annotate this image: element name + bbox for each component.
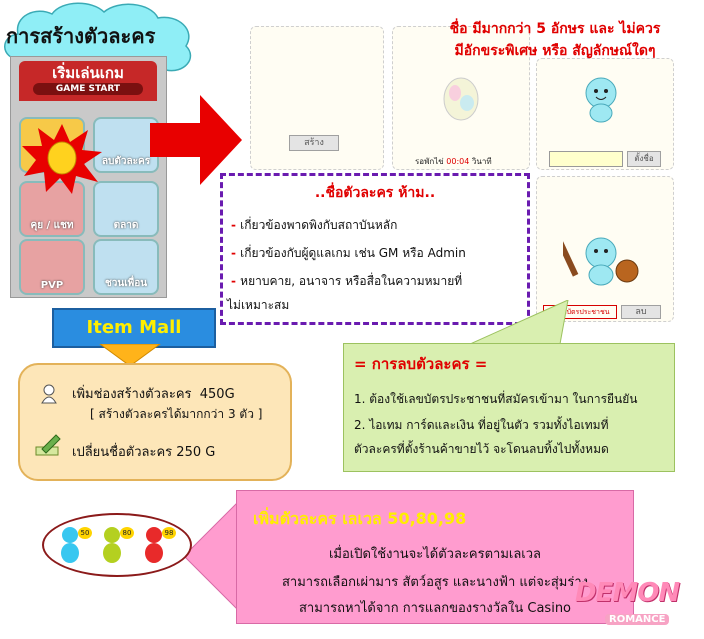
level-characters-box: เพิ่มตัวละคร เลเวล 50,80,98 เมื่อเปิดใช้… xyxy=(236,490,634,624)
egg-countdown: รอพักไข่ 00:04 วินาที xyxy=(415,157,492,166)
arrow-right-icon xyxy=(150,95,242,185)
level-badge: 98 xyxy=(162,527,176,539)
confirm-name-button[interactable]: ตั้งชื่อ xyxy=(627,151,661,167)
game-start-banner: เริ่มเล่นเกม GAME START xyxy=(19,61,157,101)
level-badge: 80 xyxy=(120,527,134,539)
level-info-line: สามารถหาได้จาก การแลกของรางวัลใน Casino xyxy=(298,601,572,616)
forbidden-item-continued: ไม่เหมาะสม xyxy=(227,298,290,312)
item-mall-box: เพิ่มช่องสร้างตัวละคร 450G [ สร้างตัวละค… xyxy=(18,363,292,481)
demon-romance-logo: DEMON ROMANCE xyxy=(575,578,680,625)
menu-tile-pvp[interactable]: PVP xyxy=(19,239,85,295)
name-panel: ตั้งชื่อ xyxy=(536,58,674,170)
egg-icon xyxy=(443,77,479,121)
highlight-burst-icon xyxy=(22,124,102,194)
game-start-menu: เริ่มเล่นเกม GAME START สร้าง ลบตัวละคร … xyxy=(10,56,167,298)
character-icon xyxy=(585,77,617,123)
menu-tile-market[interactable]: ตลาด xyxy=(93,181,159,237)
name-input[interactable] xyxy=(549,151,623,167)
forbidden-item: - หยาบคาย, อนาจาร หรือสื่อในความหมายที่ xyxy=(231,274,463,288)
banner-title: เริ่มเล่นเกม xyxy=(52,64,124,82)
delete-rule: ตัวละครที่ตั้งร้านค้าขายไว้ จะโดนลบทิ้งไ… xyxy=(354,442,609,456)
egg-panel: รอพักไข่ 00:04 วินาที xyxy=(392,26,530,170)
name-warning: ชื่อ มีมากกว่า 5 อักษร และ ไม่ควร มีอักข… xyxy=(449,21,661,59)
rename-item: เปลี่ยนชื่อตัวละคร 250 G xyxy=(72,445,216,460)
delete-panel: เลขที่บัตรประชาชน ลบ xyxy=(536,176,674,322)
character-with-shield-icon xyxy=(563,237,639,286)
level-info-line: สามารถเลือกเผ่ามาร สัตว์อสูร และนางฟ้า แ… xyxy=(282,575,588,590)
character-slot-icon xyxy=(41,384,57,404)
arrow-down-icon xyxy=(99,344,161,366)
delete-title: = การลบตัวละคร = xyxy=(354,355,488,373)
add-slot-note: [ สร้างตัวละครได้มากกว่า 3 ตัว ] xyxy=(90,407,263,421)
add-slot-item: เพิ่มช่องสร้างตัวละคร 450G xyxy=(72,387,235,402)
banner-subtitle: GAME START xyxy=(33,83,143,95)
character-red-icon xyxy=(145,527,163,563)
forbidden-title: ..ชื่อตัวละคร ห้าม.. xyxy=(314,185,436,201)
create-panel: สร้าง xyxy=(250,26,384,170)
item-mall-label: Item Mall xyxy=(52,308,216,348)
create-button[interactable]: สร้าง xyxy=(289,135,339,151)
arrow-left-icon xyxy=(184,500,240,612)
level-title: เพิ่มตัวละคร เลเวล 50,80,98 xyxy=(253,509,467,528)
delete-info-box: = การลบตัวละคร = 1. ต้องใช้เลขบัตรประชาช… xyxy=(343,343,675,472)
menu-tile-invite[interactable]: ชวนเพื่อน xyxy=(93,239,159,295)
forbidden-names-box: ..ชื่อตัวละคร ห้าม.. - เกี่ยวข้องพาดพิงก… xyxy=(220,173,530,325)
level-info-line: เมื่อเปิดใช้งานจะได้ตัวละครตามเลเวล xyxy=(328,547,542,562)
level-characters-oval: 50 80 98 xyxy=(42,513,192,577)
character-blue-icon xyxy=(61,527,79,563)
level-badge: 50 xyxy=(78,527,92,539)
rename-pen-icon xyxy=(35,434,61,456)
delete-rule: 1. ต้องใช้เลขบัตรประชาชนที่สมัครเข้ามา ใ… xyxy=(354,392,638,406)
delete-button[interactable]: ลบ xyxy=(621,305,661,319)
forbidden-item: - เกี่ยวข้องพาดพิงกับสถาบันหลัก xyxy=(231,218,398,232)
character-yellow-icon xyxy=(103,527,121,563)
page-title: การสร้างตัวละคร xyxy=(6,24,156,48)
delete-pointer xyxy=(470,300,569,345)
forbidden-item: - เกี่ยวข้องกับผู้ดูแลเกม เช่น GM หรือ A… xyxy=(231,246,466,260)
delete-rule: 2. ไอเทม การ์ดและเงิน ที่อยู่ในตัว รวมทั… xyxy=(354,418,609,432)
